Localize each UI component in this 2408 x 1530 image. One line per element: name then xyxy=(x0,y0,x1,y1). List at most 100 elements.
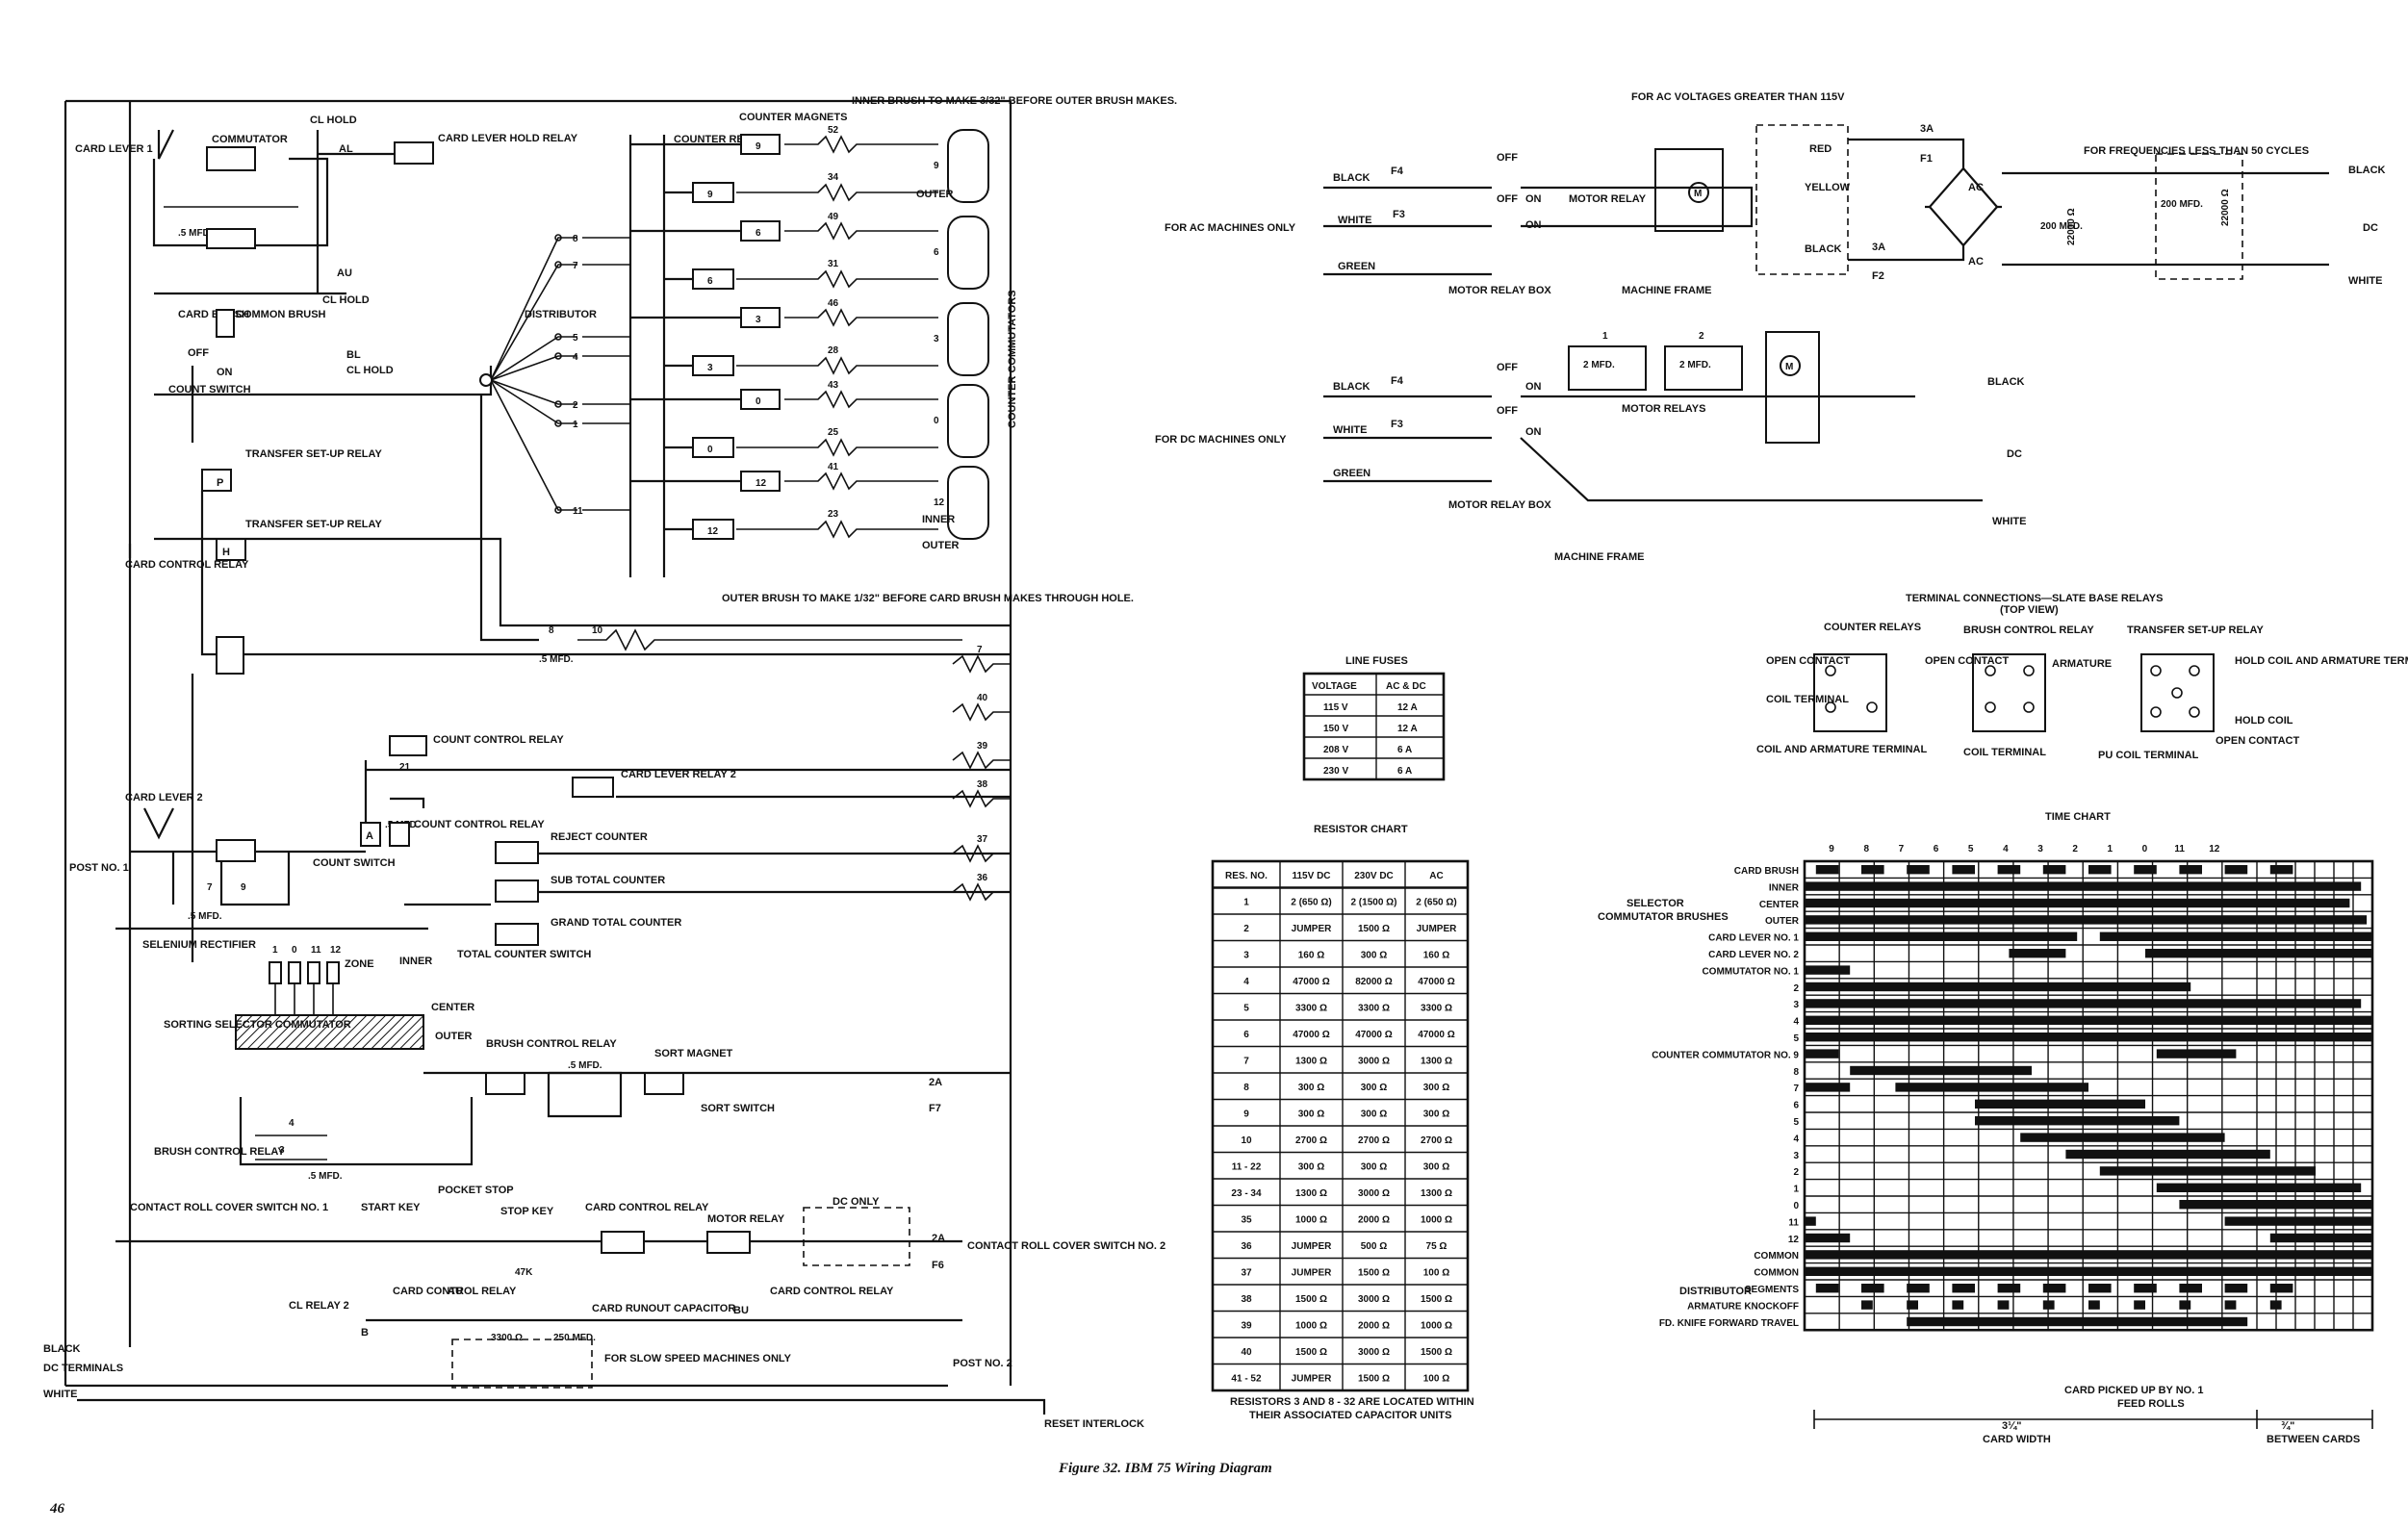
line-fuses-title: LINE FUSES xyxy=(1345,655,1408,667)
output-wire-number: 37 xyxy=(977,834,988,845)
counter-commutator-number: 0 xyxy=(934,416,939,426)
counter-relay xyxy=(692,355,734,376)
time-column-label: 5 xyxy=(1968,844,1974,854)
resistor-cell: 1500 Ω xyxy=(1421,1294,1452,1305)
timing-bar xyxy=(1952,865,1975,875)
svg-text:4: 4 xyxy=(289,1118,295,1129)
timing-bar xyxy=(1805,898,2350,908)
resistor-cell: 300 Ω xyxy=(1298,1162,1324,1173)
svg-text:7: 7 xyxy=(207,882,213,893)
tc-open-contact-3: OPEN CONTACT xyxy=(2216,735,2299,747)
resistor-note-1: RESISTORS 3 AND 8 - 32 ARE LOCATED WITHI… xyxy=(1230,1396,1474,1408)
mfd2-1: 2 MFD. xyxy=(1583,360,1615,370)
black-dc-label: BLACK xyxy=(43,1343,81,1355)
output-resistor xyxy=(952,702,1011,722)
timing-bar xyxy=(1805,1216,1816,1226)
time-row-label: COMMON xyxy=(1754,1251,1799,1262)
grand-total-counter-relay xyxy=(495,923,539,946)
timing-bar xyxy=(2042,1300,2055,1310)
white-dc-label-2: WHITE xyxy=(1333,424,1367,436)
relay-3 xyxy=(216,636,244,675)
ohm22000-2: 22000 Ω xyxy=(2220,189,2231,226)
card-runout-capacitor-label: CARD RUNOUT CAPACITOR xyxy=(592,1303,735,1314)
resistor-cell: 1000 Ω xyxy=(1295,1321,1327,1332)
zone-tap xyxy=(269,961,282,984)
power-circuit: FOR AC VOLTAGES GREATER THAN 115V FOR AC… xyxy=(1155,91,2386,563)
resistor-cell: 75 Ω xyxy=(1426,1241,1447,1252)
counter-magnet-number: 0 xyxy=(756,396,761,407)
inner-brush-note: INNER BRUSH TO MAKE 3/32" BEFORE OUTER B… xyxy=(852,95,1177,107)
resistor-cell: JUMPER xyxy=(1292,1374,1332,1385)
cl-hold-bl-label: CL HOLD xyxy=(346,365,394,376)
relay-b xyxy=(389,822,410,847)
cl-hold-mid-label: CL HOLD xyxy=(322,294,370,306)
brush-control-relay xyxy=(485,1072,525,1095)
resistor-cell: 1300 Ω xyxy=(1295,1057,1327,1067)
tc-coil-terminal-2: COIL TERMINAL xyxy=(1963,747,2046,758)
counter-relay xyxy=(692,182,734,203)
green-dc-label: GREEN xyxy=(1333,468,1371,479)
motor-relay-ac-label: MOTOR RELAY xyxy=(1569,193,1647,205)
counter-relay xyxy=(692,437,734,458)
resistor xyxy=(736,438,938,457)
timing-bar xyxy=(1907,1284,1930,1293)
tc-hold-coil-armature: HOLD COIL AND ARMATURE TERMINAL xyxy=(2235,655,2408,667)
count-control-relay-top-label: COUNT CONTROL RELAY xyxy=(433,734,564,746)
timing-bar xyxy=(2088,1284,2112,1293)
timing-bar xyxy=(2088,1300,2100,1310)
timing-bar xyxy=(2042,1284,2066,1293)
timing-bar xyxy=(2156,1183,2362,1192)
fuse-header: VOLTAGE xyxy=(1312,681,1357,692)
green-ac-label: GREEN xyxy=(1338,261,1375,272)
resistor-cell: 300 Ω xyxy=(1361,1109,1387,1120)
distributor-tap-number: 5 xyxy=(573,333,578,344)
timing-bar xyxy=(2224,1284,2248,1293)
commutator-label: COMMUTATOR xyxy=(212,134,288,145)
slow-speed-box xyxy=(451,1339,593,1389)
motor-relay-label: MOTOR RELAY xyxy=(707,1213,785,1225)
off-dc-2: OFF xyxy=(1497,405,1518,417)
resistor-cell: 10 xyxy=(1241,1135,1252,1146)
distributor-tap-number: 11 xyxy=(573,506,583,517)
tc-hold-coil: HOLD COIL xyxy=(2235,715,2293,727)
time-row-label: 4 xyxy=(1793,1017,1799,1028)
counter-commutator xyxy=(947,384,989,458)
time-row-label: CARD LEVER NO. 1 xyxy=(1708,933,1799,944)
resistor-cell: 3000 Ω xyxy=(1358,1057,1390,1067)
card-control-relay-au-label: CARD CONTROL RELAY xyxy=(393,1286,517,1297)
output-resistor xyxy=(952,789,1011,808)
main-circuit: CARD LEVER 1 COMMUTATOR .5 MFD. CL HOLD … xyxy=(43,95,1177,1430)
resistor-header: 230V DC xyxy=(1354,871,1394,881)
time-row-label: 5 xyxy=(1793,1033,1799,1044)
motor-relay-1 xyxy=(1568,345,1647,391)
machine-frame-ac: MACHINE FRAME xyxy=(1622,285,1712,296)
time-row-label: CARD BRUSH xyxy=(1734,866,1799,877)
resistor-cell: 1300 Ω xyxy=(1295,1188,1327,1199)
time-row-label: 2 xyxy=(1793,1167,1799,1178)
resistor-number: 23 xyxy=(828,509,839,520)
counter-magnet-number: 3 xyxy=(756,315,761,325)
resistor-cell: 300 Ω xyxy=(1298,1083,1324,1093)
on-ac-1: ON xyxy=(1525,193,1542,205)
timing-bar xyxy=(2179,1300,2191,1310)
resistor-cell: 1300 Ω xyxy=(1421,1188,1452,1199)
mfd-label-2: .5 MFD. xyxy=(539,654,574,665)
time-row-label: 3 xyxy=(1793,1151,1799,1161)
off-ac-1: OFF xyxy=(1497,152,1518,164)
counter-magnet-number: 12 xyxy=(756,478,767,489)
ac-title: FOR AC VOLTAGES GREATER THAN 115V xyxy=(1631,91,1845,103)
time-column-label: 1 xyxy=(2108,844,2113,854)
resistor-number: 43 xyxy=(828,380,839,391)
time-row-label: 5 xyxy=(1793,1117,1799,1128)
post-no-2-label: POST NO. 2 xyxy=(953,1358,1012,1369)
f4-ac-label: F4 xyxy=(1391,166,1404,177)
motor-dc xyxy=(1765,331,1820,444)
count-switch-label: COUNT SWITCH xyxy=(168,384,251,395)
commutator-contact xyxy=(206,146,256,171)
resistor xyxy=(784,472,938,491)
transfer-setup-relay-p xyxy=(201,469,232,492)
tc-armature: ARMATURE xyxy=(2052,658,2112,670)
fuse-cell: 115 V xyxy=(1323,702,1348,713)
